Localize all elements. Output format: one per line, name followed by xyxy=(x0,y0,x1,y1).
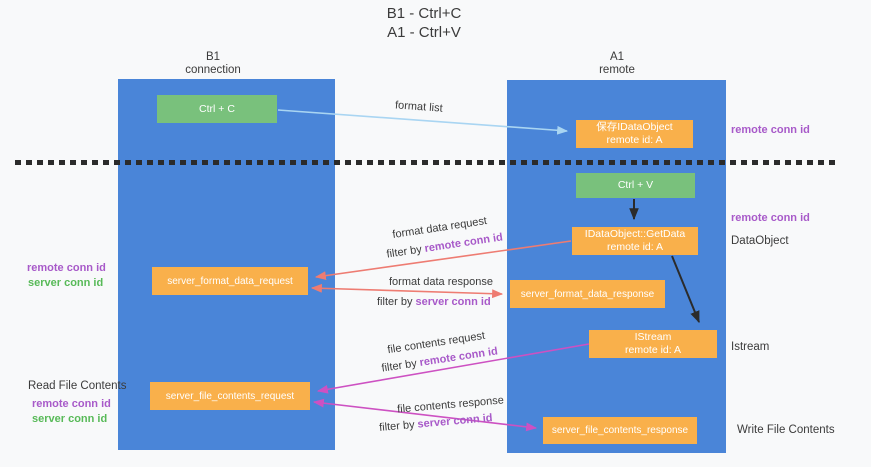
filter-by-text: filter by xyxy=(385,243,423,261)
save-idataobject-line-1: 保存IDataObject xyxy=(596,121,673,133)
right-column-name: A1 xyxy=(609,51,625,63)
left-column-subtitle: connection xyxy=(185,64,241,76)
server-format-data-response-label: server_format_data_response xyxy=(520,288,655,300)
annotation-remote-conn-id-left-2: remote conn id xyxy=(32,398,111,410)
right-column-subtitle: remote xyxy=(599,64,635,76)
node-save-idataobject: 保存IDataObject remote id: A xyxy=(576,120,693,148)
annotation-remote-conn-id-right-2: remote conn id xyxy=(731,212,810,224)
server-conn-id-highlight-2: server conn id xyxy=(417,412,493,431)
right-column-header: A1 remote xyxy=(562,51,672,77)
annotation-remote-conn-id-left-1: remote conn id xyxy=(27,262,106,274)
arrow-format-data-response xyxy=(310,283,504,299)
server-file-contents-request-label: server_file_contents_request xyxy=(165,390,295,402)
filter-by-text: filter by xyxy=(380,357,418,375)
annotation-dataobject: DataObject xyxy=(731,235,789,247)
annotation-remote-conn-id-right-1: remote conn id xyxy=(731,124,810,136)
remote-conn-id-highlight-1: remote conn id xyxy=(423,231,504,255)
node-ctrl-v: Ctrl + V xyxy=(576,173,695,198)
annotation-server-conn-id-left-1: server conn id xyxy=(28,277,104,289)
server-conn-id-highlight-1: server conn id xyxy=(415,296,491,308)
istream-line-1: IStream xyxy=(634,331,672,343)
title-line-2: A1 - Ctrl+V xyxy=(387,24,461,41)
node-server-format-data-request: server_format_data_request xyxy=(152,267,308,295)
node-server-format-data-response: server_format_data_response xyxy=(510,280,665,308)
node-ctrl-c: Ctrl + C xyxy=(157,95,277,123)
left-column-name: B1 xyxy=(205,51,221,63)
title-line-1: B1 - Ctrl+C xyxy=(386,5,462,22)
left-column-header: B1 connection xyxy=(158,51,268,77)
annotation-istream: Istream xyxy=(731,341,770,353)
node-istream: IStream remote id: A xyxy=(589,330,717,358)
filter-by-text: filter by xyxy=(377,296,413,308)
getdata-line-2: remote id: A xyxy=(606,241,664,253)
ctrl-v-label: Ctrl + V xyxy=(617,179,654,191)
annotation-server-conn-id-left-2: server conn id xyxy=(32,413,108,425)
node-server-file-contents-response: server_file_contents_response xyxy=(543,417,697,444)
istream-line-2: remote id: A xyxy=(624,344,682,356)
node-server-file-contents-request: server_file_contents_request xyxy=(150,382,310,410)
label-format-list: format list xyxy=(394,99,444,115)
node-getdata: IDataObject::GetData remote id: A xyxy=(572,227,698,255)
diagram-title: B1 - Ctrl+C A1 - Ctrl+V xyxy=(0,4,848,42)
ctrl-c-label: Ctrl + C xyxy=(199,102,235,115)
save-idataobject-line-2: remote id: A xyxy=(606,134,663,146)
label-format-data-response: format data response xyxy=(389,276,493,288)
server-file-contents-response-label: server_file_contents_response xyxy=(551,425,689,436)
filter-by-text: filter by xyxy=(378,418,416,434)
getdata-line-1: IDataObject::GetData xyxy=(584,228,686,240)
annotation-write-file-contents: Write File Contents xyxy=(737,424,835,436)
divider-dashed-line xyxy=(15,160,837,165)
annotation-read-file-contents: Read File Contents xyxy=(28,380,127,392)
server-format-data-request-label: server_format_data_request xyxy=(167,275,293,287)
